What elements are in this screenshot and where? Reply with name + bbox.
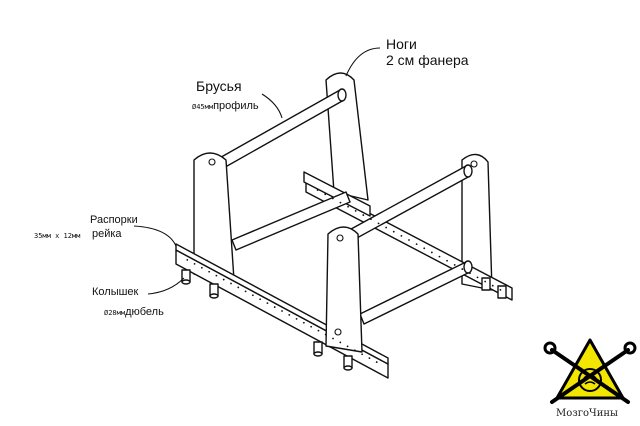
label-peg-sub: дюбель — [125, 306, 164, 318]
rail-hole — [370, 218, 372, 221]
label-bars-dim: Ø45мм — [192, 103, 214, 111]
rail-hole — [377, 222, 380, 225]
leader-spacer — [133, 225, 177, 247]
bar-end-top-back — [337, 88, 347, 102]
rail-hole — [324, 193, 327, 196]
rail-hole — [259, 298, 262, 301]
hole — [336, 234, 344, 242]
rail-hole — [200, 266, 203, 269]
hole — [334, 328, 342, 336]
rail-hole — [461, 268, 464, 270]
rail-hole — [400, 234, 403, 237]
logo — [543, 338, 637, 404]
rail-hole — [499, 288, 502, 291]
leader-legs — [345, 47, 381, 77]
rail-hole — [237, 286, 240, 289]
rail-hole — [251, 294, 254, 297]
rail-hole — [430, 251, 433, 254]
rail-hole — [324, 333, 327, 336]
label-bars-line: Ø45ммпрофиль — [192, 96, 259, 114]
peg — [497, 285, 507, 299]
leader-bars — [261, 93, 283, 119]
rail-hole — [354, 210, 357, 212]
label-legs-sub: 2 см фанера — [386, 52, 469, 68]
rail-hole — [230, 282, 232, 285]
bar-end-mid-front — [463, 260, 473, 274]
peg-end — [313, 351, 323, 357]
rail-hole — [302, 321, 305, 324]
leg-back-right — [461, 153, 493, 291]
peg-end — [209, 293, 219, 299]
rail-hole — [347, 205, 349, 208]
rail-hole — [361, 353, 364, 356]
leg-front-right — [325, 226, 363, 353]
peg-end — [181, 279, 191, 285]
rail-hole — [215, 274, 218, 277]
rail-hole — [317, 329, 320, 332]
label-peg-title: Колышек — [92, 286, 139, 298]
hole — [470, 160, 478, 168]
label-peg-line: Ø28ммдюбель — [104, 302, 164, 320]
rail-hole — [339, 201, 342, 204]
rail-hole — [222, 278, 225, 281]
rail-hole — [362, 214, 365, 216]
rail-hole — [423, 247, 426, 250]
rail-hole — [353, 349, 356, 352]
rail-hole — [484, 280, 487, 283]
rail-hole — [310, 325, 313, 328]
rail-hole — [346, 345, 349, 348]
hole — [208, 158, 216, 166]
rail-hole — [469, 272, 471, 275]
rail-hole — [385, 226, 388, 229]
rail-hole — [408, 239, 410, 241]
rail-hole — [186, 259, 189, 261]
rail-hole — [446, 259, 448, 262]
rail-hole — [476, 276, 479, 279]
bar-end-top-front — [463, 164, 473, 178]
rail-hole — [281, 310, 283, 312]
label-bars-sub: профиль — [213, 100, 259, 112]
rail-hole — [368, 357, 371, 360]
rail-hole — [375, 361, 378, 363]
bar-mid-front — [359, 261, 471, 325]
label-peg-dim: Ø28мм — [104, 309, 126, 317]
rail-hole — [331, 197, 334, 200]
rail-hole — [491, 284, 494, 287]
leg-back-left — [325, 72, 369, 201]
label-spacer-dim: 35мм х 12мм — [34, 232, 81, 240]
rail-hole — [193, 262, 196, 265]
rail-hole — [316, 189, 319, 192]
peg — [481, 277, 491, 291]
logo-text: МозгоЧины — [556, 408, 618, 419]
label-legs-title: Ноги — [386, 36, 417, 52]
wrench-icon — [550, 348, 630, 404]
rail-hole — [288, 314, 291, 316]
rail-hole — [438, 255, 441, 258]
leader-peg — [147, 277, 185, 295]
label-spacer-title: Распорки — [90, 214, 138, 226]
rail-hole — [244, 290, 247, 293]
spacer-rail-back-left — [303, 171, 371, 217]
leg-front-left — [193, 152, 235, 281]
rail-hole — [415, 243, 418, 246]
rail-hole — [339, 341, 342, 344]
bar-mid-back — [231, 191, 351, 251]
rail-hole — [392, 230, 395, 233]
label-bars-title: Брусья — [196, 78, 242, 94]
rail-hole — [295, 317, 298, 320]
rail-hole — [266, 302, 269, 305]
rail-hole — [273, 306, 276, 308]
pegs — [181, 269, 507, 371]
rail-hole — [453, 264, 456, 266]
label-spacer-sub: рейка — [92, 228, 122, 240]
rail-hole — [208, 270, 211, 273]
rail-hole — [332, 337, 334, 340]
peg-end — [343, 365, 353, 371]
